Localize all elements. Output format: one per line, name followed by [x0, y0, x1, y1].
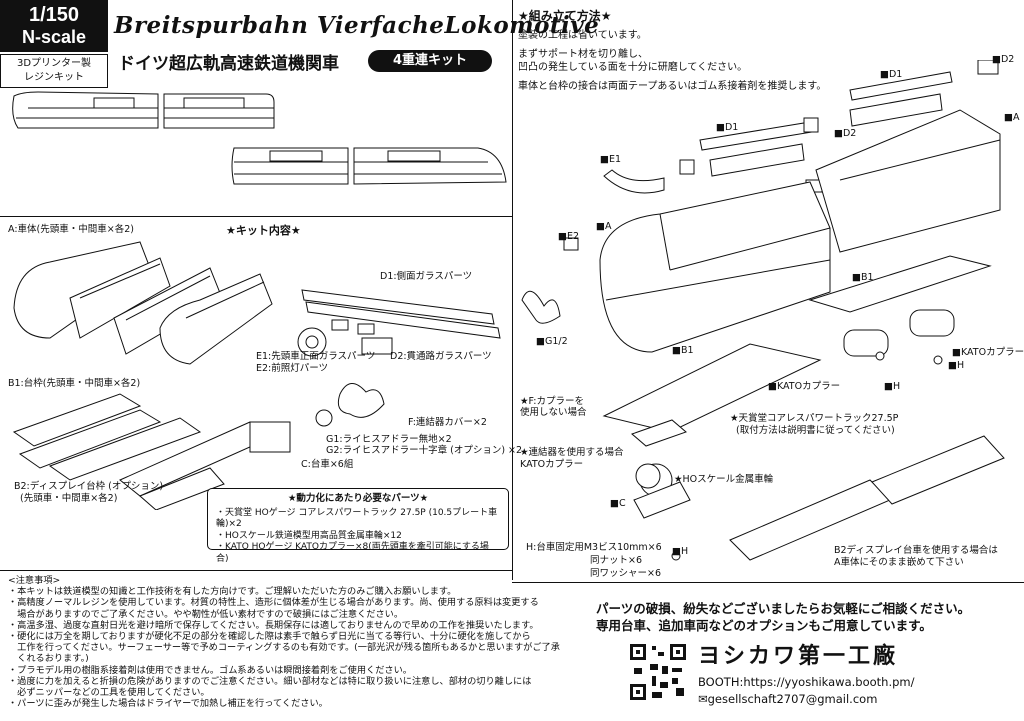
scale-ratio: 1/150 — [28, 4, 80, 26]
booth-link[interactable]: BOOTH:https://yyoshikawa.booth.pm/ — [698, 675, 915, 689]
contact-email[interactable]: ✉gesellschaft2707@gmail.com — [698, 692, 878, 706]
label-b2-1: B2:ディスプレイ台枠 (オプション) — [14, 481, 164, 492]
note-line: 場合がありますのでご了承ください。やや靭性が低い素材ですので破損にはご注意くださ… — [8, 608, 404, 620]
label-b1: B1:台枠(先頭車・中間車×各2) — [8, 378, 141, 389]
header-train-illustration — [12, 91, 507, 185]
kit-badge: 4重連キット — [368, 50, 492, 72]
label-tenshodo-2: (取付方法は説明書に従ってください) — [736, 425, 895, 436]
label-b1-right: ■B1 — [852, 272, 874, 283]
note-line: ・パーツに歪みが発生した場合はドライヤーで加熱し補正を行ってください。 — [8, 698, 328, 710]
exploded-assembly-diagram — [521, 60, 1005, 561]
label-d1-right: ■D1 — [880, 69, 903, 80]
label-b2-note-1: B2ディスプレイ台車を使用する場合は — [834, 545, 998, 556]
label-h-right: ■H — [948, 360, 965, 371]
notes-divider — [0, 570, 512, 571]
note-line: 必ずニッパーなどの工具を使用してください。 — [8, 687, 210, 699]
contact-line-1: パーツの破損、紛失などございましたらお気軽にご相談ください。 — [596, 601, 971, 616]
vertical-divider — [512, 0, 513, 580]
contact-line-2: 専用台車、追加車両などのオプションもご用意しています。 — [596, 618, 932, 633]
label-c-diagram: ■C — [610, 498, 626, 509]
kit-type-line2: レジンキット — [24, 72, 84, 83]
scale-name: N-scale — [21, 27, 87, 47]
assembly-step-1: 塗装の工程は省いています。 — [518, 30, 647, 41]
assembly-step-2a: まずサポート材を切り離し、 — [518, 49, 648, 60]
label-g1: G1:ライヒスアドラー無地×2 — [326, 434, 452, 445]
label-b2-2: (先頭車・中間車×各2) — [20, 493, 118, 504]
label-d1: D1:側面ガラスパーツ — [380, 271, 473, 282]
frames-illustration — [12, 393, 291, 510]
label-d2: D2:貫通路ガラスパーツ — [390, 351, 492, 362]
required-parts-heading: ★動力化にあたり必要なパーツ★ — [287, 493, 429, 504]
label-coupler-2: KATOカプラー — [520, 459, 584, 470]
note-line: ・硬化には万全を期しておりますが硬化不足の部分を確認した際は素手で触らず日光に当… — [8, 631, 531, 643]
label-d1-left: ■D1 — [716, 122, 739, 133]
label-d2-right: ■D2 — [992, 54, 1015, 65]
assembly-heading: ★組み立て方法★ — [518, 9, 612, 23]
label-screw-2: 同ナット×6 — [590, 555, 643, 566]
note-line: ・高温多湿、過度な直射日光を避け暗所で保存してください。長期保存には適しておりま… — [8, 619, 539, 631]
label-h-mid: ■H — [884, 381, 901, 392]
label-a-body: A:車体(先頭車・中間車×各2) — [8, 224, 134, 235]
label-g12-diagram: ■G1/2 — [536, 336, 568, 347]
note-line: ・過度に力を加えると折損の危険がありますのでご注意ください。細い部材などは特に取… — [8, 675, 532, 687]
required-part-item: ・天賞堂 HOゲージ コアレスパワートラック 27.5P (10.5プレート車輪… — [216, 507, 498, 530]
required-parts-box: ★動力化にあたり必要なパーツ★ ・天賞堂 HOゲージ コアレスパワートラック 2… — [207, 488, 509, 564]
kit-contents-heading: ★キット内容★ — [226, 224, 301, 237]
label-g2: G2:ライヒスアドラー十字章 (オプション) ×2 — [326, 445, 523, 456]
label-a-right: ■A — [1004, 112, 1020, 123]
header-divider — [0, 216, 512, 217]
note-line: 工作を行ってください。サーフェーサー等で予めコーティングするのも有効です。(一部… — [8, 642, 560, 654]
label-a-left: ■A — [596, 221, 612, 232]
required-part-item: ・HOスケール鉄道模型用高品質金属車輪×12 — [216, 530, 402, 541]
note-line: くれるおります。) — [8, 653, 89, 665]
label-f-note-2: 使用しない場合 — [520, 407, 587, 418]
label-kato-mid: ■KATOカプラー — [768, 381, 841, 392]
assembly-step-2b: 凹凸の発生している面を十分に研磨してください。 — [518, 62, 748, 73]
assembly-section: ★組み立て方法★ 塗装の工程は省いています。 まずサポート材を切り離し、 凹凸の… — [518, 10, 1018, 99]
label-screw-3: 同ワッシャー×6 — [590, 568, 662, 579]
page-subtitle: ドイツ超広軌高速鉄道機関車 — [118, 54, 339, 74]
required-part-item: ・KATO HOゲージ KATOカプラー×8(両先頭車を牽引可能にする場合) — [216, 542, 489, 564]
note-line: ・本キットは鉄道模型の知識と工作技術を有した方向けです。ご理解いただいた方のみご… — [8, 586, 457, 598]
label-screw-1: H:台車固定用M3ビス10mm×6 — [526, 542, 662, 553]
label-e1: E1:先頭車正面ガラスパーツ — [256, 351, 376, 362]
maker-name: ヨシカワ第一工廠 — [698, 644, 899, 669]
label-b1-left: ■B1 — [672, 345, 694, 356]
assembly-step-3: 車体と台枠の接合は両面テープあるいはゴム系接着剤を推奨します。 — [518, 81, 827, 92]
page-title: Breitspurbahn VierfacheLokomotive — [114, 12, 600, 39]
note-line: ・高精度ノーマルレジンを使用しています。材質の特性上、造形に個体差が生じる場合が… — [8, 597, 539, 609]
label-f-note-1: ★F:カプラーを — [520, 396, 584, 407]
label-coupler-1: ★連結器を使用する場合 — [520, 447, 624, 458]
car-bodies-illustration — [13, 241, 273, 365]
label-e1-diagram: ■E1 — [600, 154, 622, 165]
label-tenshodo-1: ★天賞堂コアレスパワートラック27.5P — [730, 413, 899, 424]
label-h-bottom: ■H — [672, 546, 689, 557]
contact-divider — [512, 582, 1024, 583]
contact-message: パーツの破損、紛失などございましたらお気軽にご相談ください。 専用台車、追加車両… — [596, 600, 970, 634]
eagle-emblems-illustration — [315, 383, 385, 427]
notes-heading: <注意事項> — [8, 575, 61, 586]
kit-type-box: 3Dプリンター製 レジンキット — [0, 54, 108, 88]
kit-type-line1: 3Dプリンター製 — [16, 58, 92, 69]
label-c: C:台車×6組 — [301, 459, 354, 470]
label-f: F:連結器カバー×2 — [408, 417, 487, 428]
qr-code-icon — [628, 642, 688, 702]
label-kato-right: ■KATOカプラー — [952, 347, 1024, 358]
notes-section: <注意事項> ・本キットは鉄道模型の知識と工作技術を有した方向けです。ご理解いた… — [8, 575, 560, 710]
label-b2-note-2: A車体にそのまま嵌めて下さい — [834, 557, 964, 568]
label-wheel: ★HOスケール金属車輪 — [674, 474, 774, 485]
label-e2: E2:前照灯パーツ — [256, 363, 329, 374]
glass-parts-illustration — [297, 289, 501, 357]
label-d2-mid: ■D2 — [834, 128, 857, 139]
scale-badge: 1/150 N-scale — [0, 0, 108, 52]
label-e2-diagram: ■E2 — [558, 231, 580, 242]
note-line: ・プラモデル用の樹脂系接着剤は使用できません。ゴム系あるいは瞬間接着剤をご使用く… — [8, 664, 412, 676]
